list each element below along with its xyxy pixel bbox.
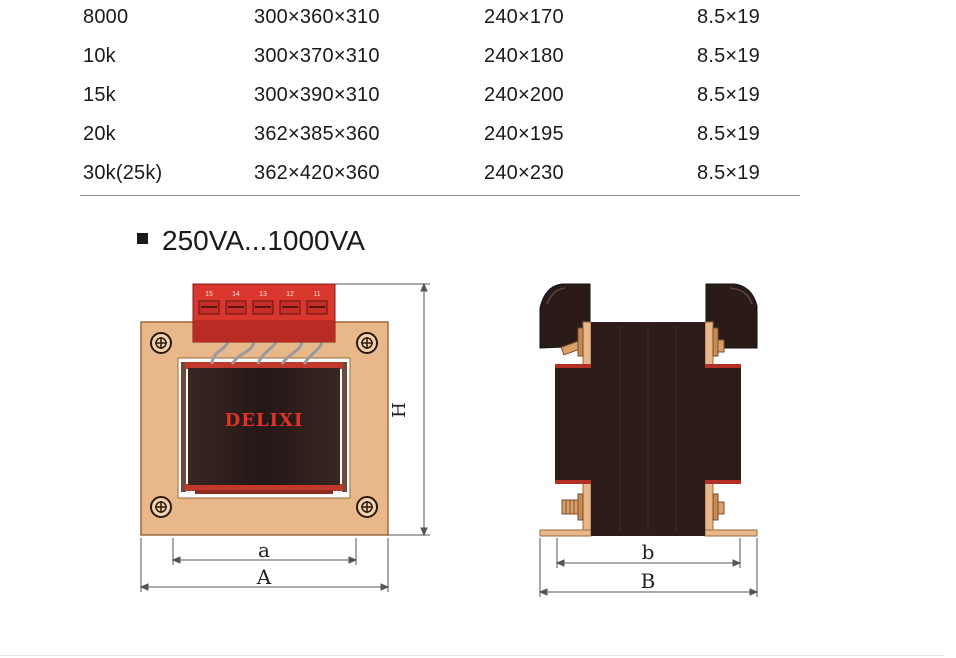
table-cell: 362×385×360 bbox=[254, 123, 380, 145]
terminal-label: 12 bbox=[286, 291, 294, 298]
table-row: 10k 300×370×310 240×180 8.5×19 bbox=[80, 39, 800, 78]
dimension-label-b: b bbox=[642, 540, 655, 564]
terminal-block: 15 14 13 12 11 bbox=[192, 283, 336, 343]
table-cell: 240×195 bbox=[484, 123, 564, 145]
table-cell: 240×170 bbox=[484, 6, 564, 28]
table-cell: 362×420×360 bbox=[254, 162, 380, 184]
table-cell: 8.5×19 bbox=[697, 6, 760, 28]
bolt-icon bbox=[150, 496, 172, 518]
terminal-cap-right bbox=[705, 283, 758, 349]
table-cell: 300×360×310 bbox=[254, 6, 380, 28]
table-bottom-rule bbox=[80, 195, 800, 196]
table-row: 20k 362×385×360 240×195 8.5×19 bbox=[80, 117, 800, 156]
brand-label: DELIXI bbox=[225, 410, 304, 431]
table-cell: 8000 bbox=[83, 6, 129, 28]
spec-table: 8000 300×360×310 240×170 8.5×19 10k 300×… bbox=[80, 0, 800, 195]
terminal-label: 14 bbox=[232, 291, 240, 298]
screw-icon bbox=[561, 493, 584, 521]
footer-divider bbox=[0, 655, 944, 656]
mounting-foot-right bbox=[704, 529, 758, 537]
table-cell: 10k bbox=[83, 45, 116, 67]
dimension-outer-width bbox=[538, 538, 759, 597]
dimension-height bbox=[335, 282, 430, 537]
table-cell: 8.5×19 bbox=[697, 84, 760, 106]
table-row: 8000 300×360×310 240×170 8.5×19 bbox=[80, 0, 800, 39]
table-cell: 240×230 bbox=[484, 162, 564, 184]
dimension-label-h: H bbox=[389, 402, 410, 418]
terminal-label: 15 bbox=[205, 291, 213, 298]
section-heading: 250VA...1000VA bbox=[137, 224, 365, 258]
front-view-drawing: DELIXI 15 14 13 12 11 bbox=[139, 282, 430, 592]
bolt-icon bbox=[356, 332, 378, 354]
table-row: 15k 300×390×310 240×200 8.5×19 bbox=[80, 78, 800, 117]
table-cell: 20k bbox=[83, 123, 116, 145]
side-view-drawing: b B bbox=[538, 283, 759, 597]
table-cell: 8.5×19 bbox=[697, 162, 760, 184]
table-cell: 8.5×19 bbox=[697, 45, 760, 67]
table-cell: 300×370×310 bbox=[254, 45, 380, 67]
table-row: 30k(25k) 362×420×360 240×230 8.5×19 bbox=[80, 156, 800, 195]
terminal-label: 13 bbox=[259, 291, 267, 298]
dimension-inner-width bbox=[555, 538, 742, 568]
mounting-foot-left bbox=[539, 529, 592, 537]
square-bullet-icon bbox=[137, 233, 148, 244]
table-cell: 8.5×19 bbox=[697, 123, 760, 145]
dimension-inner-width bbox=[171, 538, 358, 565]
screw-icon bbox=[560, 327, 584, 357]
section-heading-text: 250VA...1000VA bbox=[162, 225, 365, 256]
table-cell: 15k bbox=[83, 84, 116, 106]
terminal-label: 11 bbox=[313, 291, 320, 298]
dimension-outer-width bbox=[139, 538, 390, 592]
table-cell: 240×200 bbox=[484, 84, 564, 106]
bolt-icon bbox=[150, 332, 172, 354]
dimension-label-B: B bbox=[641, 569, 656, 593]
bolt-icon bbox=[356, 496, 378, 518]
dimension-label-a: a bbox=[258, 538, 270, 562]
lead-wires bbox=[210, 341, 324, 365]
table-cell: 240×180 bbox=[484, 45, 564, 67]
coil-block bbox=[188, 368, 340, 485]
screw-icon bbox=[712, 493, 725, 521]
table-cell: 30k(25k) bbox=[83, 162, 163, 184]
screw-icon bbox=[712, 327, 725, 357]
table-cell: 300×390×310 bbox=[254, 84, 380, 106]
dimension-label-A: A bbox=[256, 565, 272, 589]
